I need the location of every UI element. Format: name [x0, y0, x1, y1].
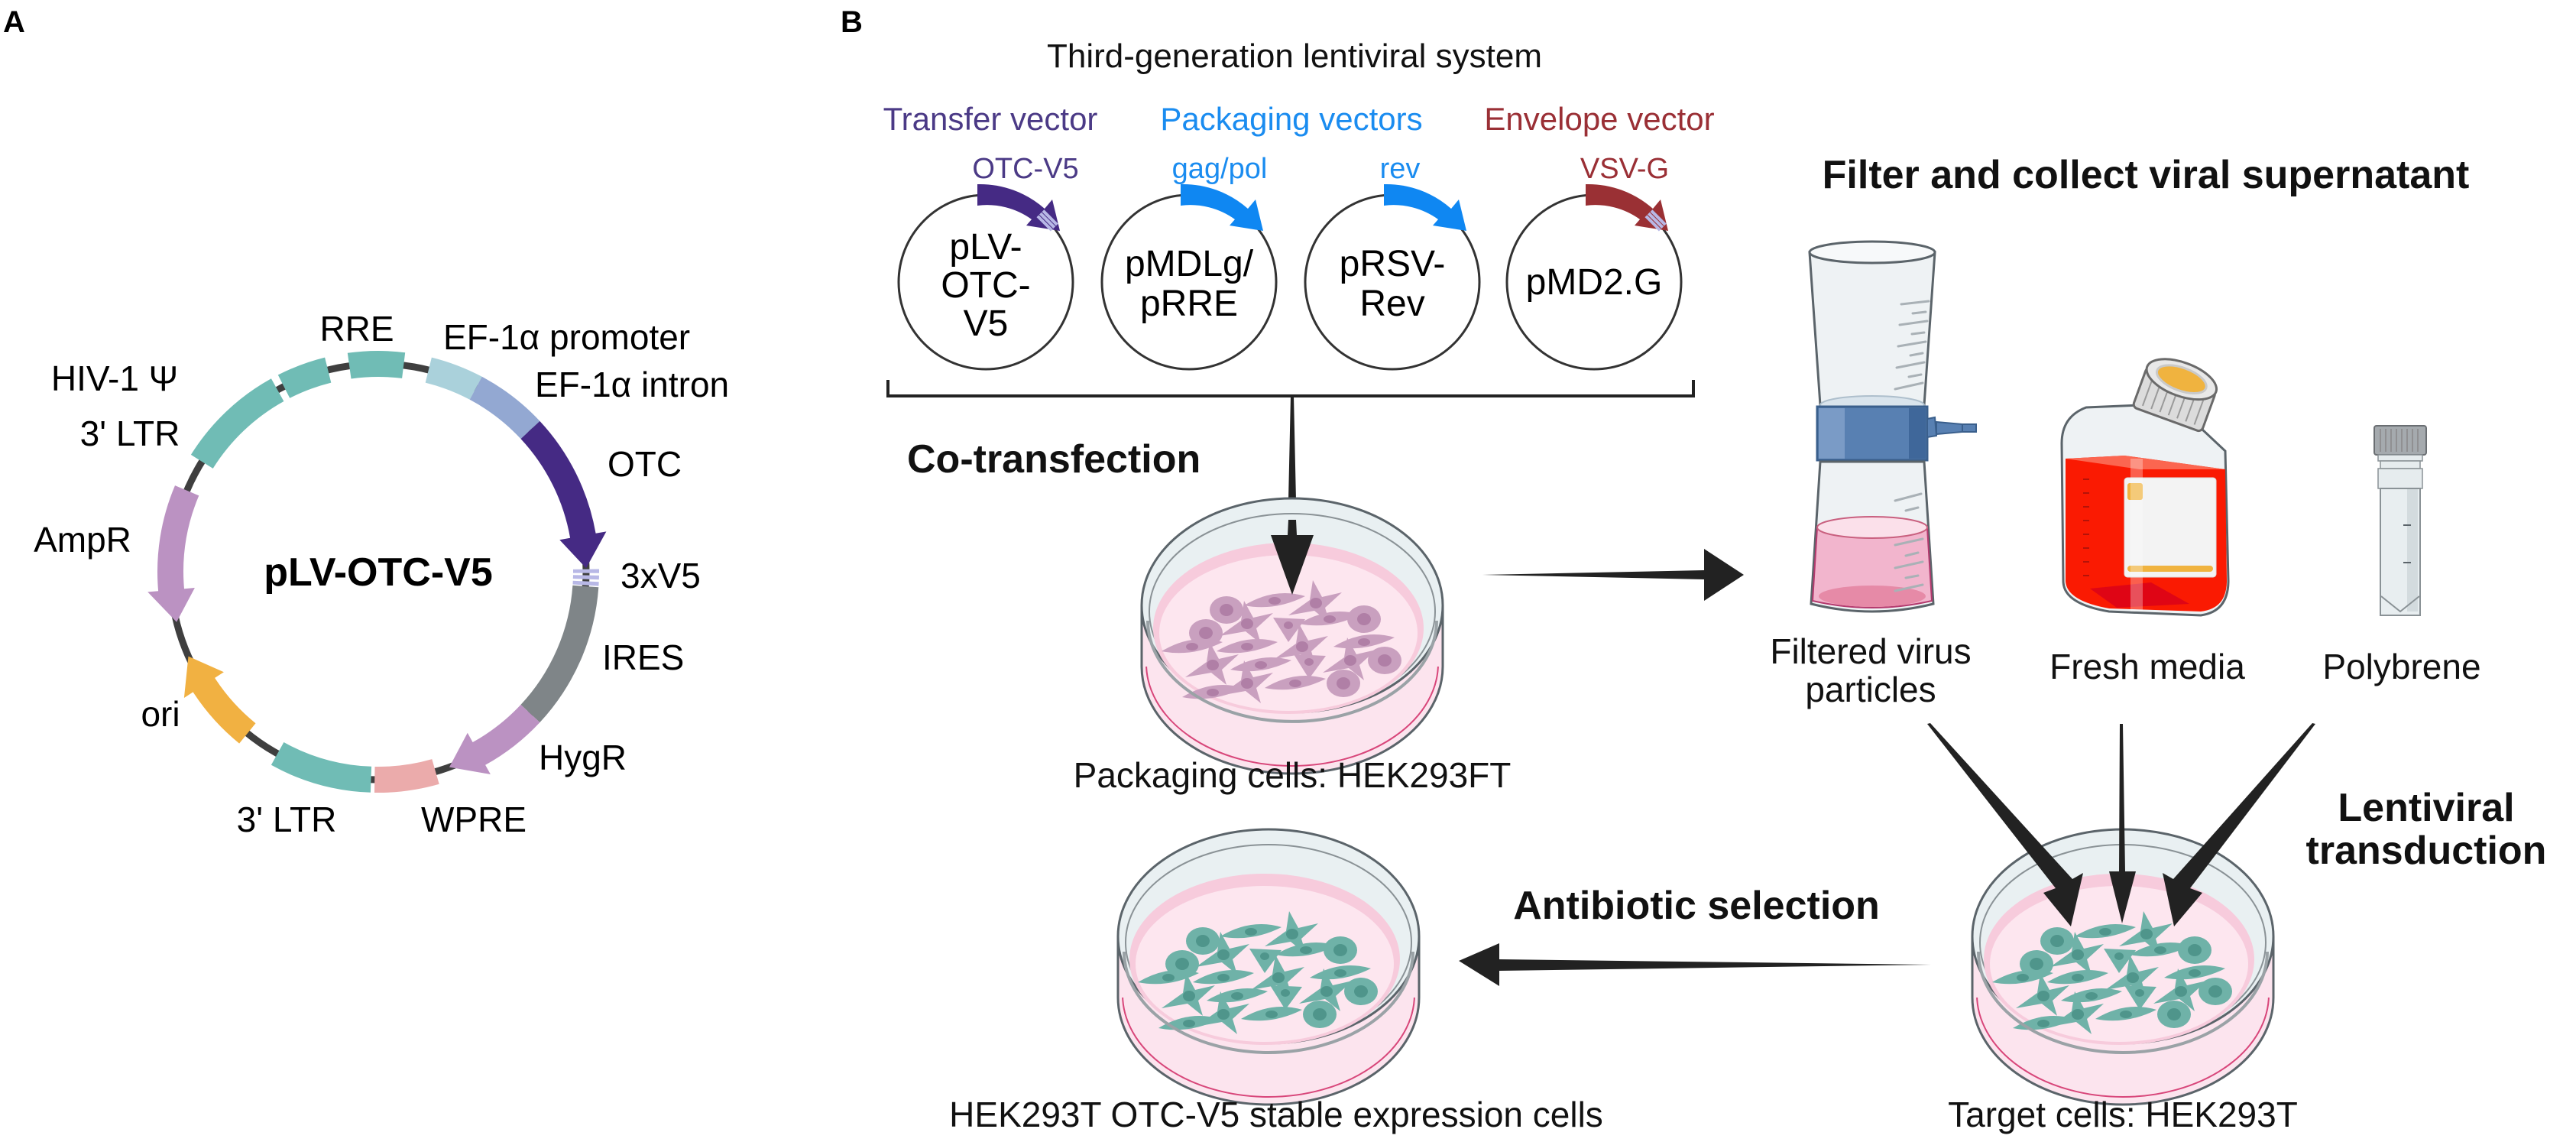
- label-ori: ori: [141, 694, 180, 734]
- gene-arrow: [1181, 183, 1263, 231]
- label-hygr: HygR: [539, 738, 627, 777]
- category-transfer-vector: Transfer vector: [883, 101, 1098, 137]
- reagent-label-polybrene: Polybrene: [2322, 647, 2480, 686]
- transduction-arrows: [1927, 723, 2315, 926]
- label-3xv5: 3xV5: [621, 556, 701, 595]
- dish-lid-rim: [1123, 951, 1414, 1054]
- vector-plasmid-rev: rev pRSV- Rev: [1304, 153, 1481, 371]
- plasmid-feature-psi: [277, 357, 332, 398]
- arrow-from-media: [2109, 724, 2136, 923]
- label-ef1a-promoter: EF-1α promoter: [443, 317, 690, 357]
- label-hiv1-psi: HIV-1 Ψ: [51, 358, 178, 398]
- panel-b-letter: B: [841, 5, 863, 39]
- antibiotic-selection-label: Antibiotic selection: [1513, 884, 1880, 928]
- label-ampr: AmpR: [34, 520, 131, 560]
- target-cells-dish: [1971, 828, 2275, 1106]
- arrow-to-filter: [1482, 549, 1744, 601]
- cell: [2124, 985, 2156, 1010]
- plasmid-feature-ef1a_promoter: [425, 357, 482, 400]
- cotransfection-label: Co-transfection: [907, 437, 1201, 482]
- vector-plasmid-envelope: VSV-G pMD2.G: [1505, 153, 1683, 371]
- cells: [1138, 911, 1378, 1034]
- plasmid-feature-v5: [572, 569, 600, 586]
- plasmid-feature-otc: [520, 420, 607, 569]
- vector-bracket: [886, 380, 1695, 397]
- packaging-cells-label: Packaging cells: HEK293FT: [1074, 755, 1512, 795]
- gene-label-rev: rev: [1380, 153, 1421, 185]
- vector-name-line: pRRE: [1140, 284, 1238, 324]
- vector-name-line: pMD2.G: [1526, 262, 1663, 303]
- cell: [1294, 654, 1326, 679]
- target-cells-label: Target cells: HEK293T: [1948, 1095, 2298, 1134]
- reagent-label-media: Fresh media: [2049, 647, 2245, 686]
- cotransfection-arrow-tip: [1271, 520, 1314, 595]
- transduction-label-line2: transduction: [2306, 829, 2547, 873]
- gene-label-vsvg: VSV-G: [1580, 153, 1669, 185]
- gene-label-otc-v5: OTC-V5: [972, 153, 1078, 185]
- polybrene-tube-icon: [2373, 425, 2427, 616]
- vector-name-line: pLV-: [949, 227, 1022, 268]
- filter-unit-icon: [1808, 240, 1977, 613]
- label-wpre: WPRE: [421, 800, 527, 839]
- label-3-ltr: 3' LTR: [237, 800, 337, 839]
- lentiviral-system-title: Third-generation lentiviral system: [1047, 37, 1542, 75]
- label-5-ltr: 3' LTR: [80, 414, 180, 453]
- dish-lid-rim: [1977, 951, 2269, 1054]
- vector-name-line: V5: [964, 303, 1009, 344]
- plasmid-feature-hygr: [449, 704, 540, 774]
- culture-flask-icon: [2060, 358, 2230, 617]
- arrow-from-filter: [1927, 723, 2083, 926]
- category-envelope-vector: Envelope vector: [1484, 101, 1714, 137]
- v5-tag-segment: [572, 575, 599, 580]
- vector-name-line: pRSV-: [1340, 244, 1446, 284]
- label-ef1a-intron: EF-1α intron: [535, 365, 729, 404]
- cell: [1249, 949, 1282, 973]
- vector-name-line: Rev: [1359, 284, 1424, 324]
- cell: [2104, 949, 2136, 973]
- label-ires: IRES: [602, 638, 684, 677]
- arrow-from-polybrene: [2163, 723, 2315, 926]
- cells: [1992, 911, 2232, 1034]
- plasmid-map: pLV-OTC-V5 HIV-1 Ψ 3' LTR RRE EF-1α prom…: [34, 309, 729, 839]
- v5-tag-icon: [1644, 209, 1667, 232]
- vector-name-line: OTC-: [941, 265, 1030, 306]
- plasmid-feature-ori: [183, 656, 256, 744]
- vector-name-line: pMDLg/: [1125, 244, 1254, 284]
- plasmid-features: [147, 351, 607, 793]
- reagent-label-filter-line2: particles: [1805, 670, 1936, 709]
- vector-plasmid-transfer: OTC-V5 pLV- OTC- V5: [897, 153, 1079, 371]
- plasmid-name: pLV-OTC-V5: [264, 550, 492, 595]
- v5-tag-segment: [572, 580, 599, 586]
- panel-a-letter: A: [3, 5, 25, 39]
- cell: [1270, 985, 1302, 1010]
- stable-cells-label: HEK293T OTC-V5 stable expression cells: [949, 1095, 1603, 1134]
- dish-lid-rim: [1146, 620, 1438, 723]
- stable-cells-dish: [1116, 828, 1421, 1106]
- plasmid-feature-wpre: [374, 759, 439, 793]
- filter-collect-title: Filter and collect viral supernatant: [1823, 153, 2470, 197]
- packaging-cells-dish: [1140, 497, 1444, 775]
- gene-arrow: [1384, 183, 1466, 231]
- cell: [1273, 618, 1305, 642]
- reagent-label-filter-line1: Filtered virus: [1770, 631, 1971, 671]
- plasmid-feature-ef1a_intron: [469, 376, 540, 440]
- plasmid-feature-ampr: [147, 485, 199, 622]
- transduction-label-line1: Lentiviral: [2338, 786, 2514, 830]
- v5-tag-icon: [1036, 209, 1058, 232]
- plasmid-feature-ltr3: [271, 742, 372, 793]
- v5-tag-segment: [573, 569, 600, 573]
- plasmid-feature-ltr5: [190, 378, 284, 469]
- label-otc: OTC: [608, 444, 682, 484]
- label-rre: RRE: [319, 309, 394, 349]
- category-packaging-vectors: Packaging vectors: [1160, 101, 1422, 137]
- vector-plasmid-gagpol: gag/pol pMDLg/ pRRE: [1100, 153, 1278, 371]
- antibiotic-selection-arrow: [1459, 943, 1931, 986]
- gene-label-gagpol: gag/pol: [1172, 153, 1268, 185]
- plasmid-feature-ires: [520, 585, 599, 723]
- plasmid-feature-rre: [347, 351, 406, 379]
- cells: [1162, 580, 1401, 703]
